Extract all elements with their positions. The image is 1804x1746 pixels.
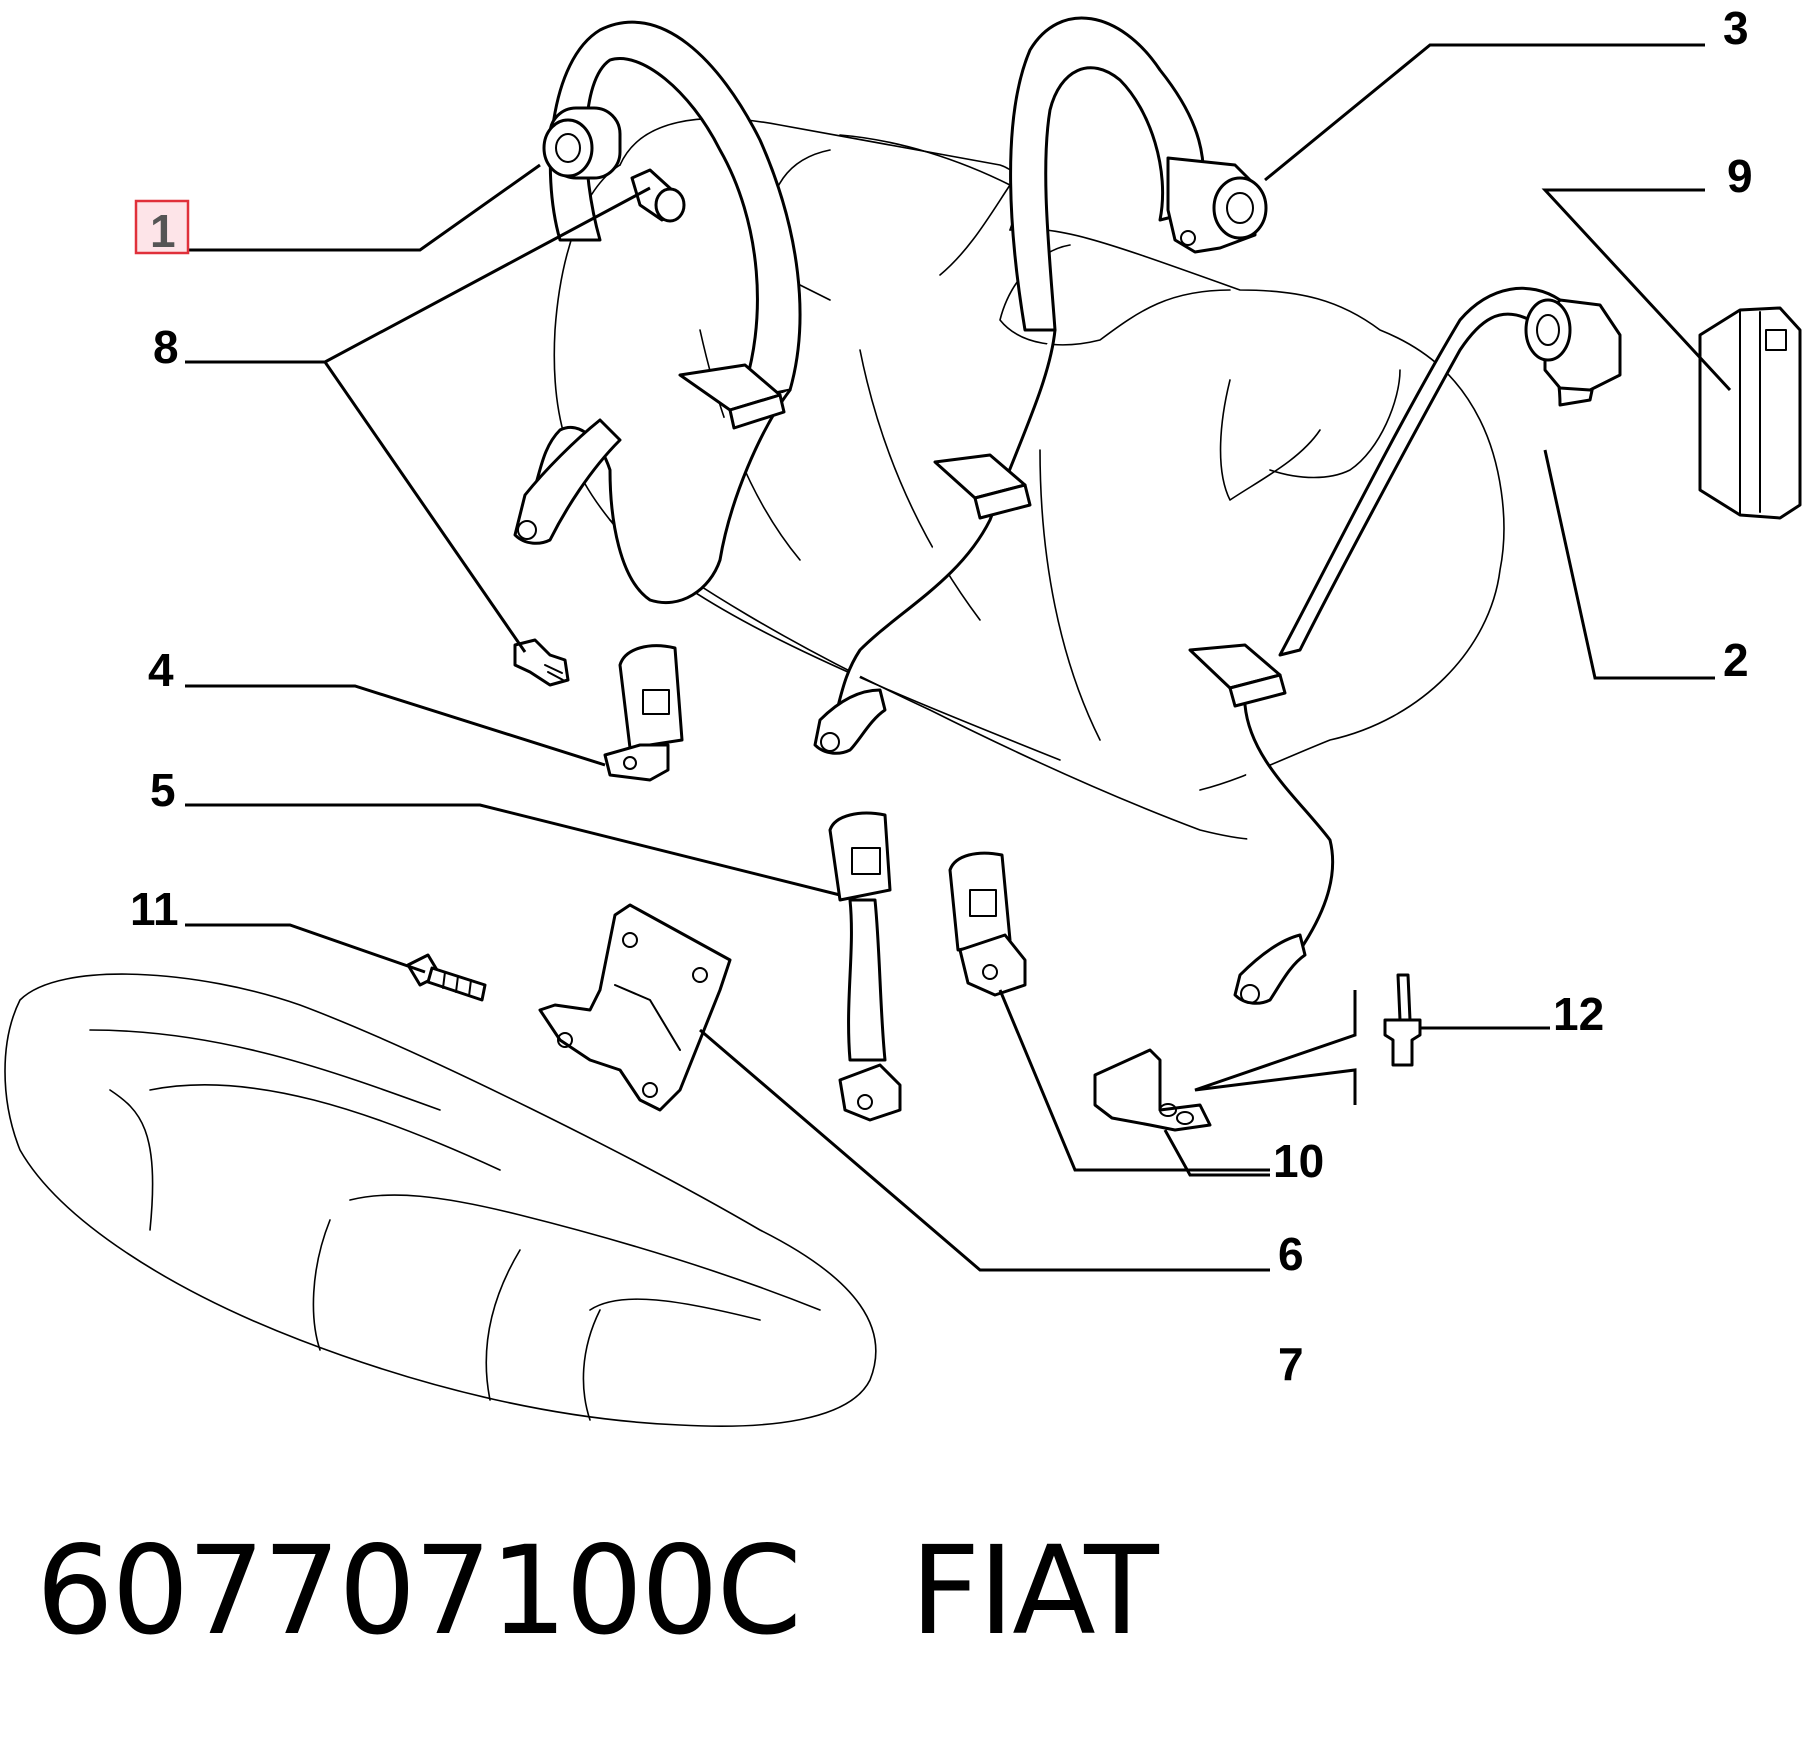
retractor-part-2 [1188,286,1622,1005]
retractor-part-1 [513,20,802,605]
bolt-part-8 [513,168,686,687]
callout-labels: 1 2 3 4 5 6 7 8 9 10 11 12 [130,2,1753,1390]
callout-label-3[interactable]: 3 [1723,2,1749,54]
leader-lines [185,43,1732,1272]
brand-name: FIAT [910,1520,1159,1662]
callout-label-12[interactable]: 12 [1553,988,1604,1040]
buckle-part-6 [948,851,1027,997]
callout-label-9[interactable]: 9 [1727,150,1753,202]
cover-part-9 [1698,306,1802,520]
callout-label-2[interactable]: 2 [1723,634,1749,686]
pin-part-12 [1383,973,1422,1067]
retractor-part-3 [813,16,1268,755]
part-number: 607707100C [36,1520,802,1662]
callout-label-10[interactable]: 10 [1273,1135,1324,1187]
bracket-part-7 [538,903,732,1112]
callout-label-7[interactable]: 7 [1278,1338,1304,1390]
highlight-box-part-1 [134,199,190,255]
callout-label-11[interactable]: 11 [130,883,179,935]
buckle-part-5 [828,811,902,1122]
buckle-part-4 [603,644,684,782]
callout-label-1[interactable]: 1 [150,205,176,257]
callout-label-4[interactable]: 4 [148,644,174,696]
callout-label-6[interactable]: 6 [1278,1228,1304,1280]
seat-cushion [4,973,877,1427]
anchor-part-10 [1093,1048,1212,1132]
bolt-part-11 [406,953,487,1002]
callout-label-5[interactable]: 5 [150,764,176,816]
callout-label-8[interactable]: 8 [153,321,179,373]
part-number-caption: 607707100C FIAT [36,1520,1159,1662]
